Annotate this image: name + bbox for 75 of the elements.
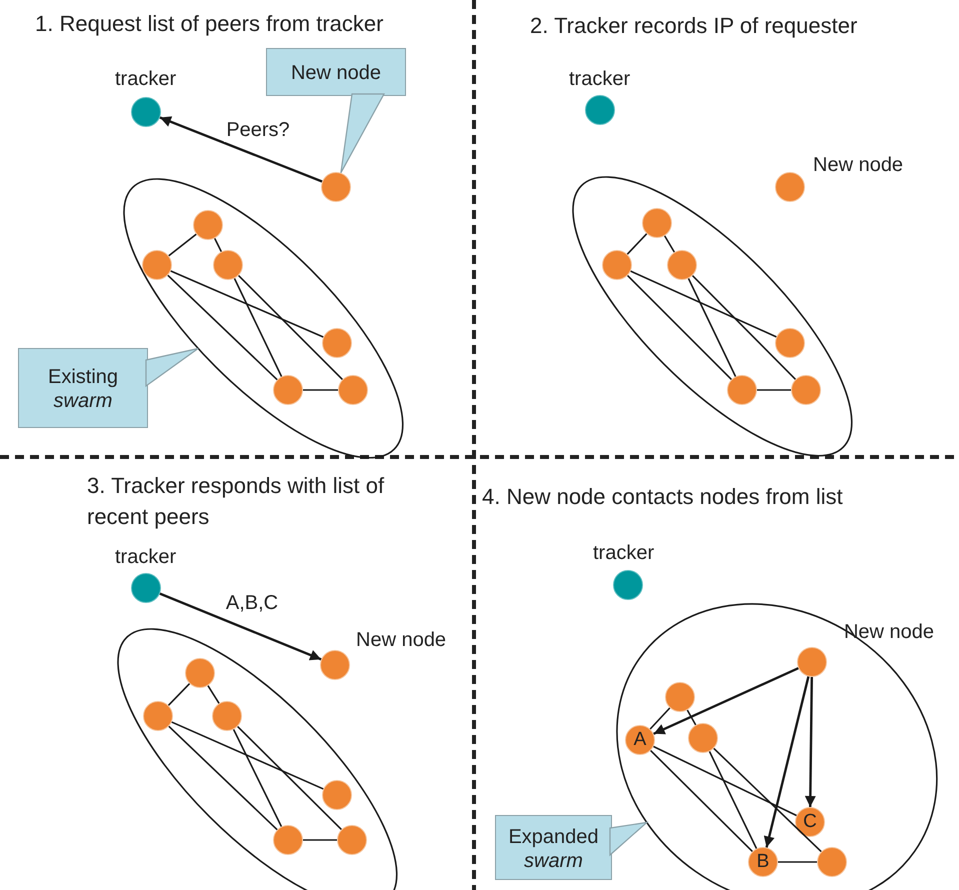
peer-node (336, 824, 367, 855)
peer-node (790, 374, 821, 405)
panel-title: 2. Tracker records IP of requester (530, 12, 858, 40)
peer-node (642, 208, 672, 238)
node-label: New node (356, 628, 446, 652)
connector-line (303, 389, 338, 391)
connector-line (664, 235, 676, 253)
connector-line (303, 839, 337, 841)
peer-node (666, 250, 697, 280)
callout-pointer (145, 348, 199, 388)
connector-line (650, 707, 670, 730)
connector-line (626, 233, 648, 255)
connector-line (713, 748, 822, 852)
peer-node (688, 722, 718, 753)
connector-line (234, 278, 282, 377)
arrow (160, 116, 322, 183)
peer-node (726, 374, 757, 405)
node-label: tracker (569, 67, 630, 91)
connector-line (630, 270, 777, 338)
peer-node (212, 700, 242, 731)
peer-node: A (624, 724, 655, 755)
connector-line (688, 278, 736, 377)
arrow (653, 667, 799, 735)
panel-title: 3. Tracker responds with list of recent peers (87, 472, 386, 531)
peer-node (321, 172, 351, 202)
peer-node (184, 658, 215, 688)
connector-line (653, 746, 797, 816)
connector-line (232, 729, 282, 827)
node-label: New node (844, 620, 934, 644)
connector-line (168, 683, 190, 706)
connector-line (778, 861, 817, 863)
connector-line (168, 234, 197, 256)
connector-line (692, 275, 796, 380)
peer-node (774, 328, 805, 358)
peer-node: C (794, 806, 825, 837)
connector-line (237, 726, 342, 830)
peer-node (322, 780, 352, 810)
arrow (804, 676, 816, 808)
connector-line (650, 750, 753, 852)
peer-node (192, 210, 223, 240)
connector-line (214, 238, 222, 252)
arrow (764, 676, 810, 848)
connector-line (167, 274, 278, 380)
peer-node (664, 682, 695, 712)
connector-line (708, 751, 758, 849)
peer-node (272, 374, 303, 405)
connector-line (686, 710, 696, 726)
peer-node (272, 824, 303, 855)
peer-node (602, 250, 632, 280)
peer-node (816, 846, 847, 877)
callout-pointer (340, 93, 386, 174)
arrow (159, 592, 322, 660)
panel-title: 1. Request list of peers from tracker (35, 10, 384, 38)
swarm-ellipse (572, 176, 852, 456)
peer-node (338, 374, 368, 405)
node-label: tracker (115, 545, 176, 569)
peer-node: B (748, 846, 778, 877)
connector-line (207, 685, 220, 704)
connector-line (238, 275, 343, 380)
peer-node (142, 250, 172, 280)
peer-node (322, 328, 352, 358)
node-label: New node (813, 153, 904, 177)
callout-box: New node (266, 48, 406, 96)
peer-node (212, 250, 243, 280)
node-label: tracker (115, 67, 176, 91)
connector-line (168, 726, 278, 830)
peer-node (142, 700, 173, 731)
callout-box: Existing swarm (18, 348, 148, 428)
connector-line (757, 389, 791, 391)
callout-pointer (609, 822, 649, 856)
connector-line (170, 270, 324, 338)
node-label: tracker (593, 541, 654, 565)
panel-title: 4. New node contacts nodes from list (482, 483, 844, 511)
connector-line (171, 721, 324, 790)
connector-line (627, 275, 732, 380)
